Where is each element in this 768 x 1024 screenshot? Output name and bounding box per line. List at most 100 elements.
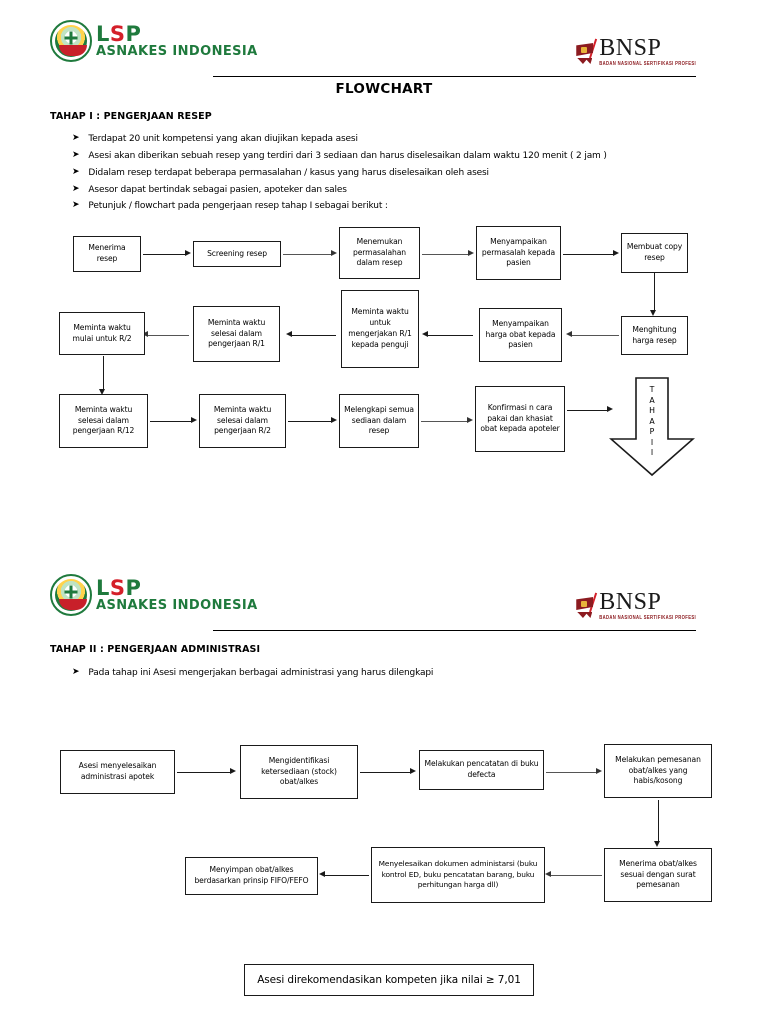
lsp-logo: LSP ASNAKES INDONESIA bbox=[50, 20, 258, 62]
lsp-subtitle: ASNAKES INDONESIA bbox=[96, 598, 258, 613]
header-rule bbox=[213, 630, 696, 631]
connector bbox=[428, 335, 473, 336]
section-2-title: TAHAP II : PENGERJAAN ADMINISTRASI bbox=[50, 644, 261, 655]
flow5-box-menerima-obat-sesuai-surat[interactable]: Menerima obat/alkes sesuai dengan surat … bbox=[604, 848, 712, 902]
lsp-letter-l: L bbox=[96, 22, 110, 46]
bullet-marker-icon: ➤ bbox=[72, 133, 80, 143]
bullet-marker-icon: ➤ bbox=[72, 200, 80, 211]
flow5-box-menyelesaikan-dokumen-administrasi[interactable]: Menyelesaikan dokumen administarsi (buku… bbox=[371, 847, 545, 903]
bnsp-wordmark: BNSP bbox=[599, 35, 662, 61]
connector bbox=[360, 772, 410, 773]
connector bbox=[325, 875, 369, 876]
arrow-right-icon bbox=[185, 250, 191, 256]
arrow-right-icon bbox=[331, 417, 337, 423]
connector bbox=[148, 335, 189, 336]
flow1-box-membuat-copy-resep[interactable]: Membuat copy resep bbox=[621, 233, 688, 273]
connector bbox=[421, 421, 467, 422]
flow4-box-mengidentifikasi-ketersediaan[interactable]: Mengidentifikasi ketersediaan (stock) ob… bbox=[240, 745, 358, 799]
flow4-box-melakukan-pemesanan[interactable]: Melakukan pemesanan obat/alkes yang habi… bbox=[604, 744, 712, 798]
header-rule bbox=[213, 76, 696, 77]
connector bbox=[658, 800, 659, 843]
arrow-left-icon bbox=[142, 331, 148, 337]
flow3-box-konfirmasi-cara-pakai[interactable]: Konfirmasi n cara pakai dan khasiat obat… bbox=[475, 386, 565, 452]
flow2-box-meminta-waktu-mulai-r2[interactable]: Meminta waktu mulai untuk R/2 bbox=[59, 312, 145, 355]
arrow-right-icon bbox=[607, 406, 613, 412]
connector bbox=[292, 335, 336, 336]
medical-cross-icon bbox=[64, 31, 78, 45]
list-item: ➤Asesor dapat bertindak sebagai pasien, … bbox=[72, 183, 347, 195]
flow2-box-menghitung-harga-resep[interactable]: Menghitung harga resep bbox=[621, 316, 688, 355]
medical-cross-icon bbox=[64, 585, 78, 599]
page-header-2: LSP ASNAKES INDONESIA BNSP BADAN NASIONA… bbox=[0, 572, 768, 632]
flow2-box-meminta-waktu-mengerjakan-r1[interactable]: Meminta waktu untuk mengerjakan R/1 kepa… bbox=[341, 290, 419, 368]
lsp-wordmark: LSP ASNAKES INDONESIA bbox=[96, 22, 258, 59]
lsp-letter-p: P bbox=[125, 576, 142, 600]
arrow-left-icon bbox=[319, 871, 325, 877]
flow2-box-meminta-waktu-selesai-r1[interactable]: Meminta waktu selesai dalam pengerjaan R… bbox=[193, 306, 280, 362]
lsp-subtitle: ASNAKES INDONESIA bbox=[96, 44, 258, 59]
flow3-box-meminta-waktu-selesai-r12[interactable]: Meminta waktu selesai dalam pengerjaan R… bbox=[59, 394, 148, 448]
arrow-left-icon bbox=[566, 331, 572, 337]
arrow-right-icon bbox=[468, 250, 474, 256]
connector bbox=[546, 772, 596, 773]
arrow-left-icon bbox=[545, 871, 551, 877]
lsp-letter-l: L bbox=[96, 576, 110, 600]
lsp-wordmark: LSP ASNAKES INDONESIA bbox=[96, 576, 258, 613]
arrow-right-icon bbox=[467, 417, 473, 423]
bnsp-flag-icon bbox=[575, 592, 598, 618]
connector bbox=[103, 356, 104, 391]
bullet-marker-icon: ➤ bbox=[72, 183, 80, 194]
lsp-seal-icon bbox=[50, 574, 92, 616]
bnsp-logo: BNSP BADAN NASIONAL SERTIFIKASI PROFESI bbox=[575, 35, 696, 66]
connector bbox=[551, 875, 602, 876]
connector bbox=[143, 254, 185, 255]
flow2-box-menyampaikan-harga-obat[interactable]: Menyampaikan harga obat kepada pasien bbox=[479, 308, 562, 362]
bnsp-tagline: BADAN NASIONAL SERTIFIKASI PROFESI bbox=[599, 613, 696, 620]
flow5-box-menyimpan-obat-fifo-fefo[interactable]: Menyimpan obat/alkes berdasarkan prinsip… bbox=[185, 857, 318, 895]
arrow-down-icon bbox=[99, 389, 105, 395]
connector bbox=[283, 254, 331, 255]
connector bbox=[572, 335, 619, 336]
page-title: FLOWCHART bbox=[335, 81, 433, 97]
arrow-down-icon bbox=[650, 310, 656, 316]
arrow-right-icon bbox=[191, 417, 197, 423]
list-item: ➤Terdapat 20 unit kompetensi yang akan d… bbox=[72, 133, 358, 144]
page-header-1: LSP ASNAKES INDONESIA BNSP BADAN NASIONA… bbox=[0, 18, 768, 78]
section-1-title: TAHAP I : PENGERJAAN RESEP bbox=[50, 111, 212, 122]
bnsp-logo: BNSP BADAN NASIONAL SERTIFIKASI PROFESI bbox=[575, 590, 696, 620]
section-2-bullets: ➤Pada tahap ini Asesi mengerjakan berbag… bbox=[72, 667, 712, 685]
flow4-box-asesi-menyelesaikan-administrasi[interactable]: Asesi menyelesaikan administrasi apotek bbox=[60, 750, 175, 794]
flow3-box-meminta-waktu-selesai-r2[interactable]: Meminta waktu selesai dalam pengerjaan R… bbox=[199, 394, 286, 448]
list-item: ➤Pada tahap ini Asesi mengerjakan berbag… bbox=[72, 667, 434, 678]
footer-note-box: Asesi direkomendasikan kompeten jika nil… bbox=[244, 964, 534, 996]
arrow-right-icon bbox=[331, 250, 337, 256]
connector bbox=[563, 254, 613, 255]
list-item: ➤Didalam resep terdapat beberapa permasa… bbox=[72, 166, 489, 178]
flow1-box-menerima-resep[interactable]: Menerima resep bbox=[73, 236, 141, 272]
connector bbox=[422, 254, 468, 255]
bnsp-flag-icon bbox=[575, 38, 598, 64]
flow4-box-melakukan-pencatatan-defecta[interactable]: Melakukan pencatatan di buku defecta bbox=[419, 750, 544, 790]
connector bbox=[567, 410, 607, 411]
connector bbox=[288, 421, 331, 422]
arrow-right-icon bbox=[230, 768, 236, 774]
list-item: ➤Petunjuk / flowchart pada pengerjaan re… bbox=[72, 200, 388, 212]
bullet-marker-icon: ➤ bbox=[72, 166, 80, 177]
connector bbox=[654, 273, 655, 312]
list-item: ➤Asesi akan diberikan sebuah resep yang … bbox=[72, 149, 607, 161]
section-1-bullets: ➤Terdapat 20 unit kompetensi yang akan d… bbox=[72, 133, 712, 218]
bnsp-tagline: BADAN NASIONAL SERTIFIKASI PROFESI bbox=[599, 59, 696, 66]
bullet-marker-icon: ➤ bbox=[72, 667, 80, 677]
arrow-left-icon bbox=[422, 331, 428, 337]
lsp-logo: LSP ASNAKES INDONESIA bbox=[50, 574, 258, 616]
flow3-box-melengkapi-sediaan[interactable]: Melengkapi semua sediaan dalam resep bbox=[339, 394, 419, 448]
flow1-box-menyampaikan-permasalah[interactable]: Menyampaikan permasalah kepada pasien bbox=[476, 226, 561, 280]
flow1-box-screening-resep[interactable]: Screening resep bbox=[193, 241, 281, 267]
arrow-right-icon bbox=[613, 250, 619, 256]
bullet-marker-icon: ➤ bbox=[72, 149, 80, 160]
lsp-letter-s: S bbox=[109, 22, 126, 46]
flow1-box-menemukan-permasalahan[interactable]: Menemukan permasalahan dalam resep bbox=[339, 227, 420, 279]
